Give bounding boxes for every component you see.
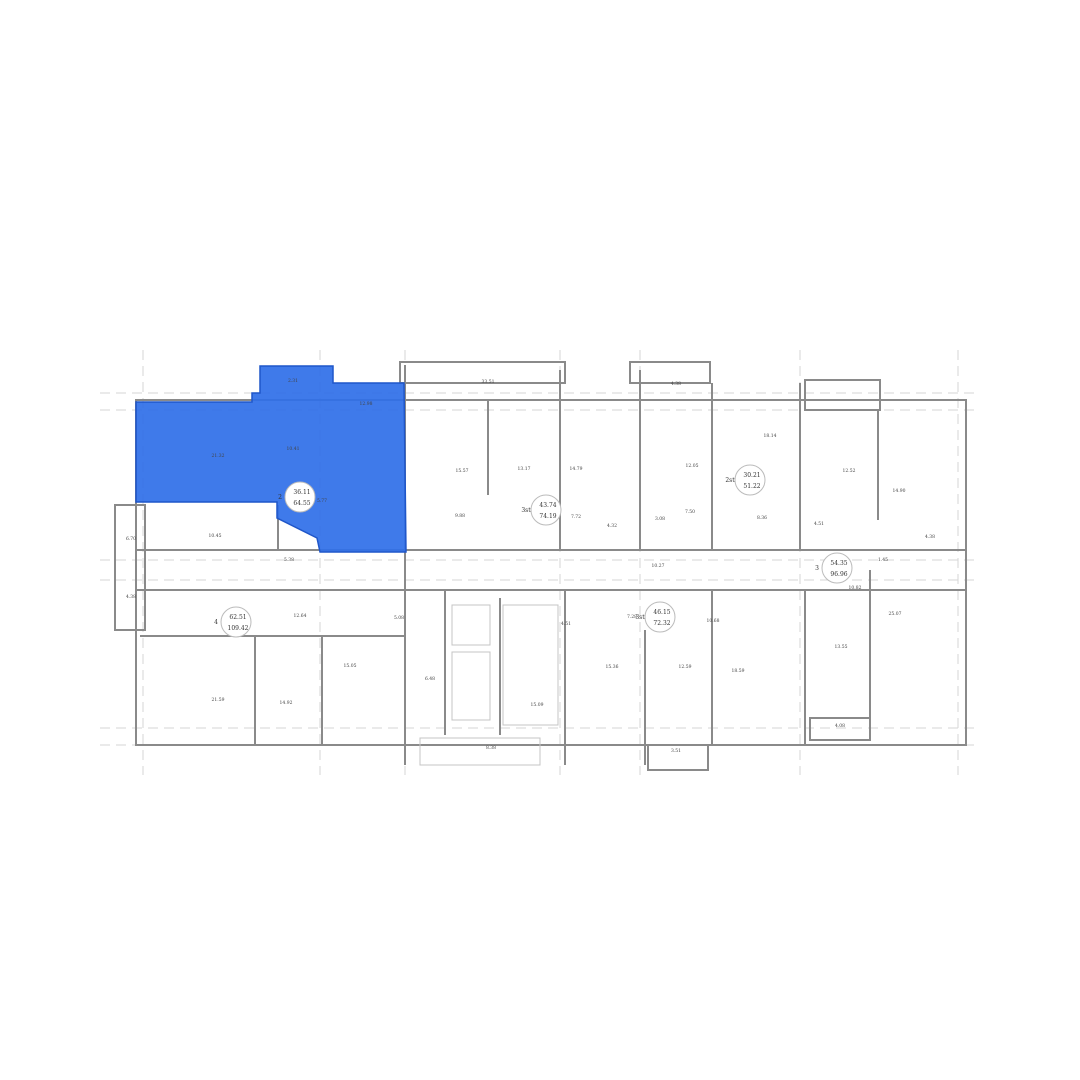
room-area-label: 10.41 [287,446,300,452]
room-area-label: 25.07 [889,611,902,617]
room-area-label: 10.45 [209,533,222,539]
badge-circle [530,494,562,526]
badge-total-area: 96.96 [830,571,847,578]
badge-total-area: 72.32 [653,620,670,627]
room-area-label: 33.51 [482,379,495,385]
badge-living-area: 62.51 [229,614,246,621]
badge-rooms: 3st [521,507,531,514]
apartment-badge[interactable]: 3st 43.74 74.19 [521,494,562,526]
room-area-label: 7.50 [685,509,695,515]
room-area-label: 6.70 [126,536,136,542]
room-area-label: 14.79 [570,466,583,472]
badge-circle [734,464,766,496]
room-area-label: 18.14 [764,433,777,439]
badge-circle [284,481,316,513]
badge-rooms: 2st [725,477,735,484]
room-area-label: 15.09 [531,702,544,708]
room-area-label: 3.51 [671,748,681,754]
room-area-label: 14.90 [893,488,906,494]
room-area-label: 8.36 [757,515,767,521]
room-area-label: 7.28 [627,614,637,620]
room-area-label: 4.32 [607,523,617,529]
badge-circle [821,552,853,584]
badge-living-area: 54.35 [830,560,847,567]
room-area-label: 13.55 [835,644,848,650]
room-area-label: 8.38 [486,745,496,751]
badge-living-area: 36.11 [293,489,310,496]
room-area-label: 12.52 [843,468,856,474]
room-area-label: 6.48 [425,676,435,682]
apartment-badge[interactable]: 2st 30.21 51.22 [725,464,766,496]
badge-circle [644,601,676,633]
badge-rooms: 4 [214,619,218,626]
badge-total-area: 51.22 [743,483,760,490]
walls [114,361,967,771]
room-area-label: 3.08 [655,516,665,522]
highlighted-apartment[interactable] [135,365,407,553]
room-area-label: 4.51 [561,621,571,627]
badge-total-area: 64.55 [293,500,310,507]
apartment-badge[interactable]: 4 62.51 109.42 [214,606,252,638]
room-area-label: 4.38 [126,594,136,600]
room-area-label: 15.36 [606,664,619,670]
badge-circle [220,606,252,638]
apartment-badges: 2 36.11 64.55 3st 43.74 74.19 2st 30.21 51.22 4 62… [214,464,853,638]
room-area-label: 4.38 [671,381,681,387]
room-area-label: 4.51 [814,521,824,527]
room-area-label: 7.72 [571,514,581,520]
badge-total-area: 109.42 [228,625,249,632]
room-area-label: 1.45 [878,557,888,563]
apartment-badge[interactable]: 3st 46.15 72.32 [635,601,676,633]
apartment-badge[interactable]: 2 36.11 64.55 [278,481,316,513]
apartment-badge[interactable]: 3 54.35 96.96 [815,552,853,584]
badge-rooms: 2 [278,494,282,501]
room-area-label: 10.27 [652,563,665,569]
room-area-label: 5.08 [394,615,404,621]
room-area-label: 21.59 [212,697,225,703]
room-area-label: 12.05 [686,463,699,469]
room-area-labels: 21.32 10.41 12.98 5.77 2.31 15.57 9.88 13.17 14.… [126,378,935,754]
room-area-label: 4.38 [925,534,935,540]
badge-rooms: 3 [815,565,819,572]
room-area-label: 4.08 [835,723,845,729]
room-area-label: 10.68 [707,618,720,624]
room-area-label: 12.64 [294,613,307,619]
badge-rooms: 3st [635,614,645,621]
room-area-label: 5.38 [284,557,294,563]
room-area-label: 18.59 [732,668,745,674]
badge-total-area: 74.19 [539,513,556,520]
badge-living-area: 43.74 [539,502,556,509]
badge-living-area: 30.21 [743,472,760,479]
room-area-label: 10.82 [849,585,862,591]
room-area-label: 13.17 [518,466,531,472]
room-area-label: 12.98 [360,401,373,407]
room-area-label: 9.88 [455,513,465,519]
room-area-label: 15.57 [456,468,469,474]
room-area-label: 12.59 [679,664,692,670]
room-area-label: 5.77 [317,498,327,504]
room-area-label: 21.32 [212,453,225,459]
room-area-label: 14.92 [280,700,293,706]
badge-living-area: 46.15 [653,609,670,616]
room-area-label: 2.31 [288,378,298,384]
room-area-label: 15.05 [344,663,357,669]
